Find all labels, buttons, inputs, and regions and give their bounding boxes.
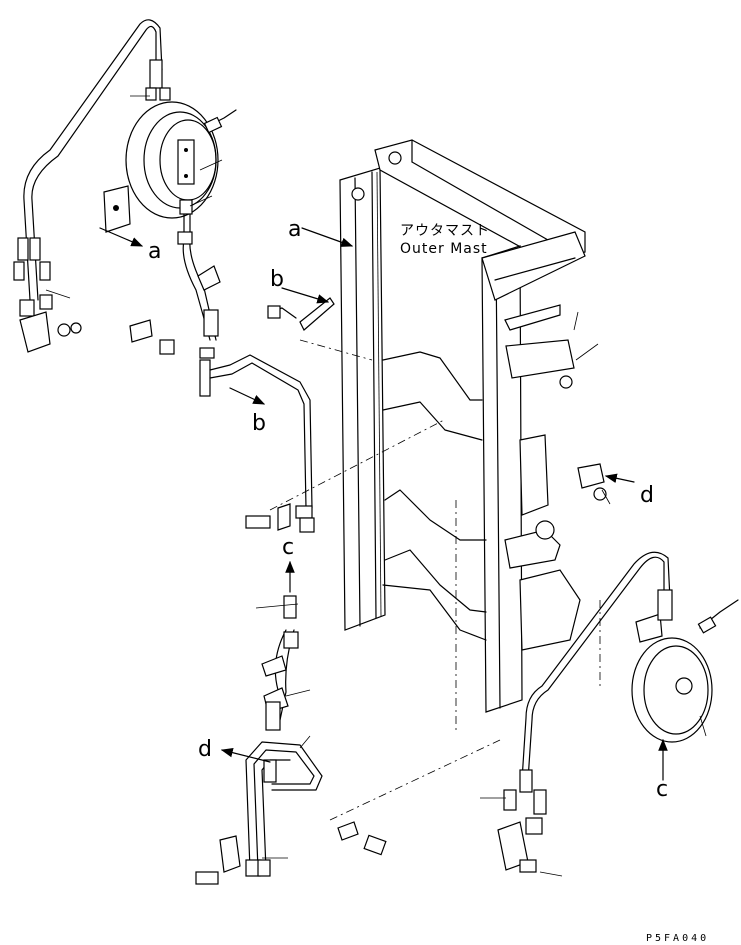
label-c-lower: c: [656, 777, 668, 802]
label-b-upper: b: [270, 267, 284, 292]
upper-hose-reel: [103, 101, 237, 233]
drawing-code: P5FA040: [646, 933, 709, 944]
label-b-lower: b: [252, 411, 266, 436]
steel-pipe-upper: [209, 354, 315, 533]
label-c-upper: c: [282, 535, 294, 560]
lower-hose-reel: [631, 599, 739, 743]
leader-lines: [45, 95, 707, 877]
label-d-lower: d: [198, 737, 212, 762]
label-d-right: d: [640, 483, 654, 508]
mast-name-en: Outer Mast: [400, 241, 488, 257]
lower-hose: [195, 595, 387, 885]
b-fittings: [129, 319, 215, 397]
upper-hose: [13, 19, 171, 353]
middle-hose: [177, 199, 221, 341]
label-a-left: a: [148, 239, 161, 264]
label-a-mast: a: [288, 217, 301, 242]
mast-name-jp: アウタマスト: [400, 223, 490, 239]
